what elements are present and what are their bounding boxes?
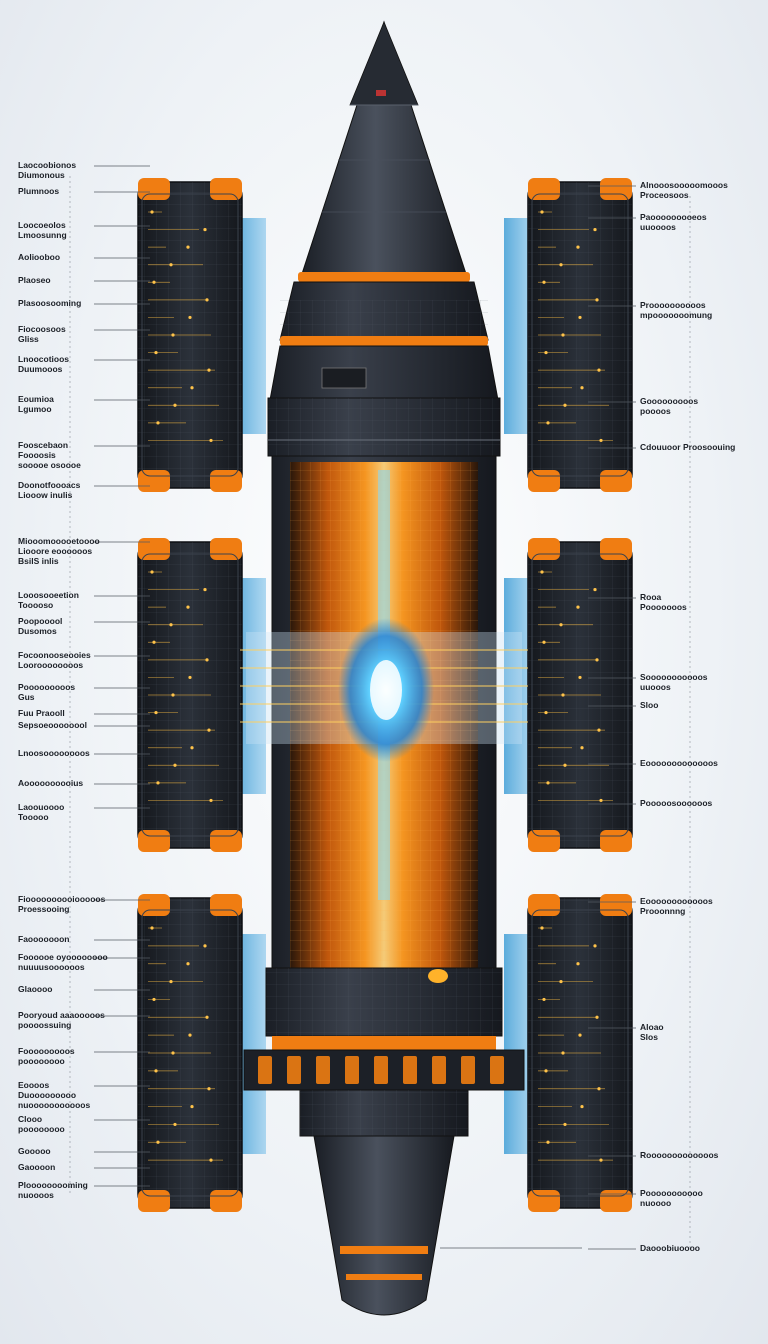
callout-label-right: Eooooooooooooos: [640, 758, 718, 768]
callout-label-left: Clooo poooooooo: [18, 1114, 65, 1134]
side-pods: [137, 178, 633, 1212]
side-pod: [137, 178, 266, 492]
callout-label-left: Lnoocotioos Duumooos: [18, 354, 69, 374]
callout-label-left: Plooooooooming nuoooos: [18, 1180, 88, 1200]
callout-label-left: Glaoooo: [18, 984, 53, 994]
callout-label-left: Gaoooon: [18, 1162, 56, 1172]
callout-label-left: Focoonooseooies Looroooooooos: [18, 650, 91, 670]
callout-label-right: Sloo: [640, 700, 659, 710]
callout-label-left: Aoliooboo: [18, 252, 61, 262]
callout-label-left: Miooomooooetoooo Liooore eoooooos BsilS …: [18, 536, 100, 566]
callout-label-right: Eoooooooooooos Prooonnng: [640, 896, 713, 916]
callout-label-left: Foooooe oyoooooooo nuuuusoooooos: [18, 952, 108, 972]
callout-label-left: Doonotfoooacs Liooow inulis: [18, 480, 81, 500]
callout-label-left: Aoooooooooius: [18, 778, 84, 788]
callout-label-left: Poopooool Dusomos: [18, 616, 63, 636]
leader-lines: [69, 165, 691, 1250]
side-pod: [504, 178, 633, 492]
callout-label-left: Fooscebaon Foooosis sooooe osoooe: [18, 440, 81, 470]
callout-label-right: Sooooooooooos uuooos: [640, 672, 708, 692]
callout-label-left: Faooooooon: [18, 934, 70, 944]
callout-label-left: Fioooooooooiooooos Proessooing: [18, 894, 106, 914]
callout-label-left: Fooooooooos poooooooo: [18, 1046, 75, 1066]
callout-label-right: Aloao Slos: [640, 1022, 664, 1042]
callout-label-left: Fuu Praooll: [18, 708, 65, 718]
callout-label-left: Gooooo: [18, 1146, 51, 1156]
callout-label-left: Eoumioa Lgumoo: [18, 394, 54, 414]
callout-label-right: Cdouuoor Proosoouing: [640, 442, 736, 452]
callout-label-right: Daooobiuoooo: [640, 1243, 700, 1253]
callout-label-left: Pooryoud aaaooooos poooossuing: [18, 1010, 105, 1030]
callout-label-left: Pooooooooos Gus: [18, 682, 76, 702]
callout-label-right: Rooooooooooooos: [640, 1150, 719, 1160]
callout-label-left: Laocoobionos Diumonous: [18, 160, 77, 180]
side-pod: [137, 538, 266, 852]
callout-label-left: Looosooeetion Tooooso: [18, 590, 79, 610]
orange-band-mid: [280, 336, 488, 346]
callout-label-left: Plasoosooming: [18, 298, 82, 308]
callout-label-right: Gooooooooos poooos: [640, 396, 699, 416]
callout-label-right: Paooooooooeos uuoooos: [640, 212, 707, 232]
callout-label-right: Rooa Pooooooos: [640, 592, 687, 612]
callout-label-left: Eoooos Duooooooooo nuooooooooooos: [18, 1080, 91, 1110]
callout-label-left: Sepsoeoooooool: [18, 720, 87, 730]
rocket-body: [240, 20, 528, 1316]
callout-label-right: Pooooosoooooos: [640, 798, 713, 808]
callout-label-left: Fiocoosoos Gliss: [18, 324, 66, 344]
side-pod: [137, 894, 266, 1212]
callout-label-right: Alnooosooooomooos Proceosoos: [640, 180, 728, 200]
callout-label-left: Plumnoos: [18, 186, 60, 196]
callout-label-left: Lnoosoooooooos: [18, 748, 90, 758]
callout-label-left: Laoouoooo Tooooo: [18, 802, 65, 822]
callout-label-right: Proooooooooos mpooooooomung: [640, 300, 713, 320]
callout-label-left: Loocoeolos Lmoosunng: [18, 220, 67, 240]
orange-band-upper: [298, 272, 470, 282]
side-pod: [504, 538, 633, 852]
callout-label-right: Pooooooooooo nuoooo: [640, 1188, 703, 1208]
side-pod: [504, 894, 633, 1212]
callout-label-left: Plaoseo: [18, 275, 51, 285]
tail-cone: [313, 1135, 455, 1316]
